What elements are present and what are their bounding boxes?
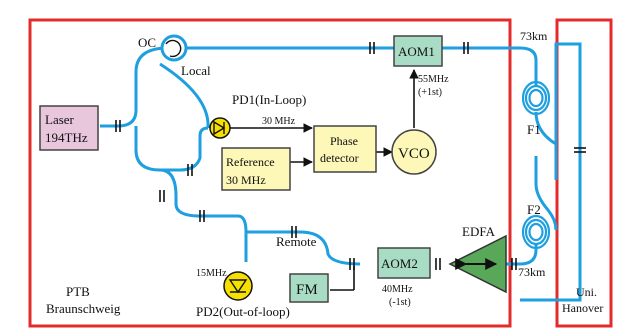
aom2-freq-label: 40MHz: [382, 284, 413, 295]
pd2-diode-icon: [228, 279, 248, 294]
fiber2-name-label: F2: [527, 202, 541, 217]
ptb-frame: [28, 18, 512, 328]
pd1-diode-icon: [213, 120, 226, 136]
ptb-label-line2: Braunschweig: [46, 301, 121, 316]
pd2-detector: [223, 271, 253, 301]
aom1-order-label: (+1st): [418, 87, 442, 98]
local-label: Local: [181, 63, 211, 78]
fm-box: [289, 273, 329, 303]
aom2-label: AOM2: [381, 256, 418, 271]
aom1-label: AOM1: [398, 44, 435, 59]
fiber-paths: [100, 42, 582, 302]
uni-label-line1: Uni.: [576, 285, 597, 299]
oc-label: OC: [138, 35, 156, 50]
fiber-connectors: [115, 42, 586, 270]
pd1-detector: [209, 117, 231, 139]
pd1-label: PD1(In-Loop): [232, 92, 306, 107]
reference-label-line2: 30 MHz: [226, 173, 266, 187]
aom2-order-label: (-1st): [389, 297, 411, 308]
phase-label-line1: Phase: [330, 134, 358, 148]
laser-label-line1: Laser: [45, 112, 75, 127]
fiber1-length-label: 73km: [520, 29, 548, 43]
fiber-spool-f2: [521, 214, 551, 250]
electrical-links: [226, 69, 419, 291]
circulator-arrow-icon: [165, 39, 182, 58]
edfa-label: EDFA: [462, 224, 496, 239]
fiber-spool-f1: [521, 80, 551, 116]
pd2-freq-label: 15MHz: [196, 268, 227, 279]
aom1-freq-label: 55MHz: [418, 74, 449, 85]
phase-label-line2: detector: [320, 151, 359, 165]
reference-box: [221, 147, 291, 191]
uni-label-line2: Hanover: [562, 301, 603, 315]
aom1-box: [393, 35, 443, 67]
vco-oscillator: [391, 129, 437, 175]
phase-detector-box: [313, 125, 377, 173]
ptb-label-line1: PTB: [66, 284, 90, 299]
fiber1-name-label: F1: [527, 122, 541, 137]
fiber2-length-label: 73km: [518, 265, 546, 279]
reference-label-line1: Reference: [226, 155, 275, 169]
vco-label: VCO: [398, 146, 430, 162]
pd1-freq-label: 30 MHz: [262, 116, 296, 127]
remote-label: Remote: [276, 234, 317, 249]
pd2-label: PD2(Out-of-loop): [196, 304, 290, 319]
laser-label-line2: 194THz: [45, 130, 88, 145]
fm-label: FM: [296, 282, 318, 298]
laser-box: [39, 105, 99, 151]
aom2-box: [377, 247, 431, 279]
hanover-frame: [555, 18, 613, 328]
